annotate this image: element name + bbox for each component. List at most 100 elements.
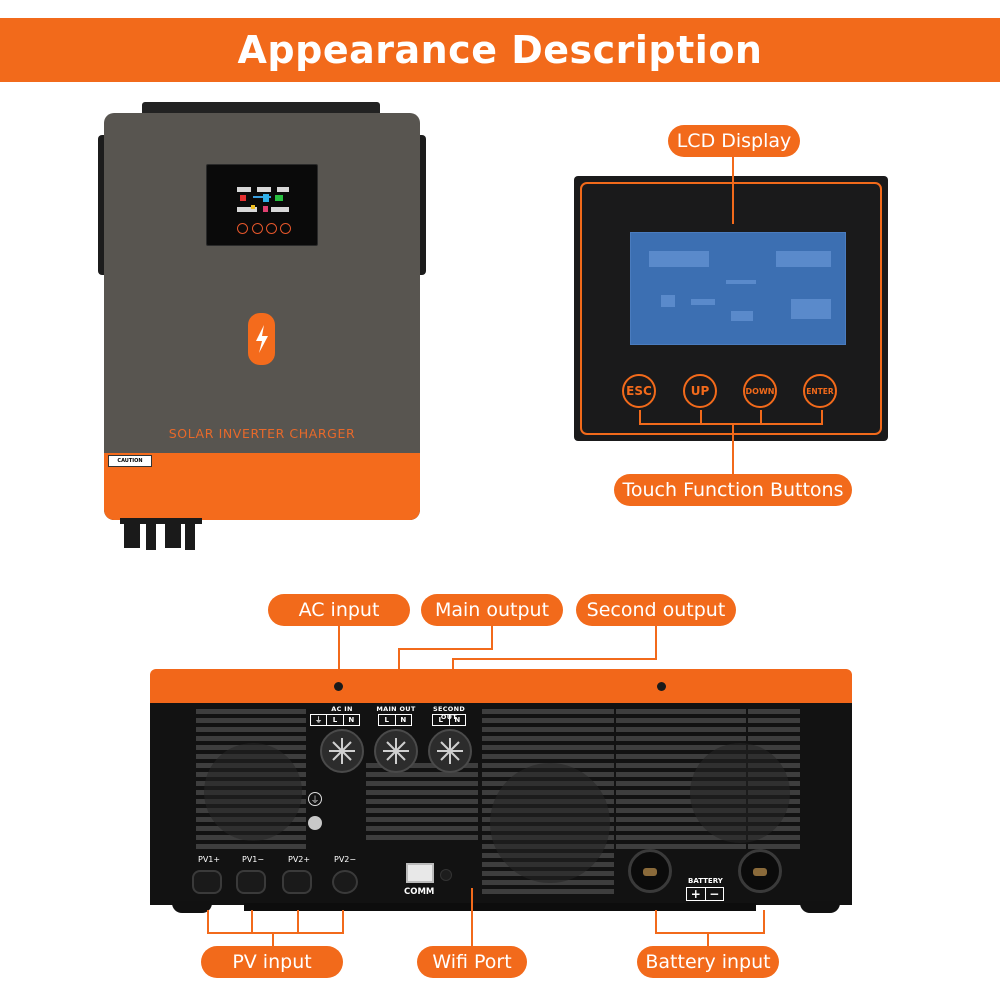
callout-battery-input: Battery input [637,946,779,978]
comm-port[interactable] [406,863,434,883]
front-button-up[interactable] [252,223,263,234]
lcd-screen [630,232,846,345]
leader-line-battery-v1 [655,910,657,934]
pv-connector-1 [124,518,140,548]
pv2-plus-label: PV2+ [288,855,311,864]
dry-contact-port [440,869,452,881]
lcd-screen-graphic [649,251,831,321]
callout-pv-input: PV input [201,946,343,978]
main-out-l-label: L [379,715,396,725]
pv-connector-4 [185,518,195,550]
ac-in-n-label: N [348,716,355,724]
ac-in-label: AC IN [331,705,353,713]
fan-right [690,743,790,843]
leader-line-battery-h [655,932,765,934]
leader-line-btn1 [639,410,641,424]
product-label: SOLAR INVERTER CHARGER [168,426,356,441]
page-title: Appearance Description [237,28,763,72]
pv2-minus-label: PV2− [334,855,357,864]
rear-screw-hole-right [657,682,666,691]
ac-in-terminal-box: ⏚ L N [310,714,360,726]
pv1-minus-connector [236,870,266,894]
battery-plus-sign: + [687,888,706,900]
rear-foot-right [800,901,840,913]
battery-minus-terminal [738,849,782,893]
fan-left [204,743,302,841]
rear-foot-left [172,901,212,913]
front-button-esc[interactable] [237,223,248,234]
pv2-plus-connector [282,870,312,894]
main-out-gland [374,729,418,773]
front-lcd-graphic [237,187,289,212]
side-bar-right [416,135,426,275]
lightning-icon [248,313,275,365]
battery-polarity-box: + − [686,887,724,901]
leader-line-btn4 [821,410,823,424]
front-body: SOLAR INVERTER CHARGER CAUTION [104,113,420,520]
battery-plus-terminal [628,849,672,893]
fan-center [490,763,610,883]
comm-label: COMM [404,887,435,897]
leader-line-second-v2 [452,658,454,670]
battery-label: BATTERY [688,877,723,885]
leader-line-main-v2 [398,648,400,670]
leader-line-buttons-h [639,423,823,425]
enter-button[interactable]: ENTER [803,374,837,408]
rear-body: AC IN ⏚ L N MAIN OUT L N SECOND OUT L N … [150,703,852,905]
leader-line-pv-v1 [207,910,209,934]
front-button-enter[interactable] [280,223,291,234]
second-out-gland [428,729,472,773]
second-out-n-label: N [454,716,461,724]
pv-connector-3 [165,518,181,548]
leader-line-pv-h [207,932,344,934]
leader-line-ac [338,626,340,670]
leader-line-buttons-v [732,423,734,475]
rear-base-plate [244,903,756,911]
leader-line-pv-v3 [297,910,299,934]
leader-line-second-h [452,658,657,660]
leader-line-wifi [471,888,473,946]
esc-button[interactable]: ESC [622,374,656,408]
leader-line-main-h [398,648,493,650]
ac-in-l-label: L [327,715,344,725]
pv2-minus-connector [332,870,358,894]
front-orange-panel: CAUTION [104,453,420,520]
rear-screw-hole-left [334,682,343,691]
callout-lcd-display: LCD Display [668,125,800,157]
ground-icon: ⏚ [311,715,328,725]
leader-line-second-v1 [655,626,657,660]
ac-in-gland [320,729,364,773]
leader-line-pv-center [272,932,274,946]
battery-plus-bolt [643,868,657,876]
side-bar-left [98,135,108,275]
leader-line-pv-v4 [342,910,344,934]
main-out-label: MAIN OUT [376,705,416,713]
battery-minus-bolt [753,868,767,876]
leader-line-battery-v2 [763,910,765,934]
callout-main-output: Main output [421,594,563,626]
down-button[interactable]: DOWN [743,374,777,408]
lcd-panel: ESC UP DOWN ENTER [574,176,888,441]
second-out-terminal-box: L N [432,714,466,726]
leader-line-lcd [732,156,734,224]
main-out-n-label: N [400,716,407,724]
battery-minus-sign: − [709,887,720,901]
ground-icon: ⏚ [308,792,322,806]
leader-line-pv-v2 [251,910,253,934]
main-out-terminal-box: L N [378,714,412,726]
leader-line-btn2 [700,410,702,424]
pv1-minus-label: PV1− [242,855,265,864]
front-button-down[interactable] [266,223,277,234]
caution-sticker: CAUTION [108,455,152,467]
callout-second-output: Second output [576,594,736,626]
rear-top-cover [150,669,852,705]
second-out-l-label: L [433,715,450,725]
cable-gland [120,518,202,524]
ground-screw [308,816,322,830]
callout-touch-buttons: Touch Function Buttons [614,474,852,506]
callout-wifi-port: Wifi Port [417,946,527,978]
front-lcd-screen [206,164,318,246]
pv1-plus-label: PV1+ [198,855,221,864]
up-button[interactable]: UP [683,374,717,408]
lcd-panel-border [580,182,882,435]
